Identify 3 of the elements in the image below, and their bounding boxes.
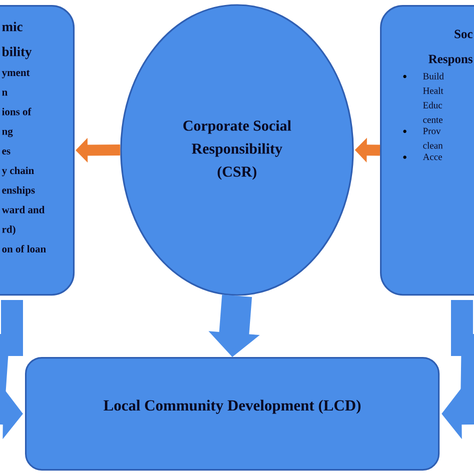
text-box: Soc Respons Build Healt Educ cente Prov clean Acce xyxy=(380,5,474,296)
process-box: Local Community Development (LCD) xyxy=(25,357,440,471)
text-box: mic bility yment n ions of ng es y chain enships ward and rd) on of loan xyxy=(0,5,75,296)
